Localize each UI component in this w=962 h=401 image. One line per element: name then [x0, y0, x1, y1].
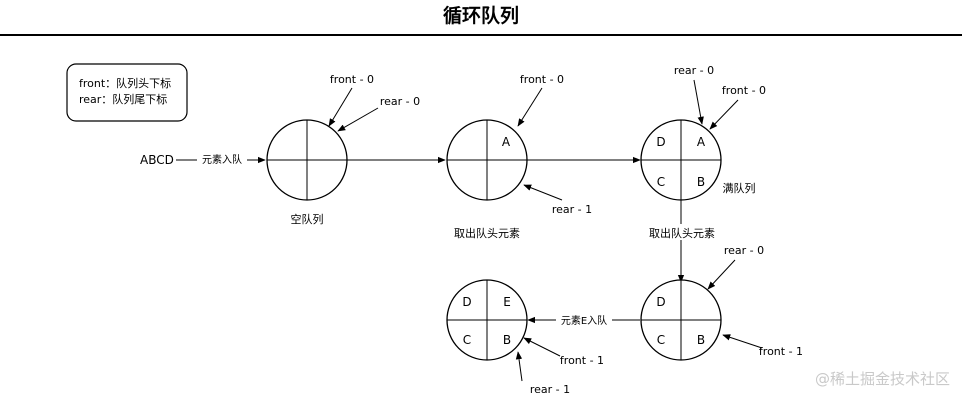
enqueue-e-label: 元素E入队: [561, 314, 607, 327]
legend-rear: rear：队列尾下标: [79, 92, 167, 106]
edge-dequeue-label: 取出队头元素: [649, 226, 715, 240]
q3-rear-pointer: [693, 79, 704, 125]
q5-front-pointer: [523, 337, 561, 357]
q4-rear-label: rear - 0: [724, 244, 764, 257]
dequeue-label-bg: [644, 224, 719, 240]
q4-front-pointer: [722, 334, 763, 349]
q3-front-label: front - 0: [722, 84, 766, 97]
q3-front-pointer: [709, 99, 739, 130]
caption-full-queue: 满队列: [723, 181, 756, 195]
q4-front-label: front - 1: [759, 345, 803, 358]
q2-cell-tr: A: [502, 135, 511, 149]
q3-cell-br: B: [697, 175, 705, 189]
enqueue-e-label-bg: [556, 312, 612, 328]
q5-cell-bl: C: [463, 333, 471, 347]
q5-cell-br: B: [503, 333, 511, 347]
diagram-title: 循环队列: [443, 4, 519, 27]
queue-after-dequeue: [446, 119, 528, 201]
q4-cell-bl: C: [657, 333, 665, 347]
legend-box: front：队列头下标 rear：队列尾下标: [66, 63, 188, 122]
q2-rear-label: rear - 1: [552, 203, 592, 216]
q5-front-label: front - 1: [560, 354, 604, 367]
watermark: @稀土掘金技术社区: [815, 370, 950, 388]
q2-front-label: front - 0: [520, 73, 564, 86]
q2-rear-pointer: [523, 184, 563, 201]
q1-rear-label: rear - 0: [380, 95, 420, 108]
q1-rear-pointer: [337, 107, 379, 132]
legend-front: front：队列头下标: [79, 76, 171, 90]
queue-after-enqueue-e: [446, 279, 528, 361]
q4-cell-tl: D: [656, 295, 665, 309]
enqueue-label-bg: [197, 151, 247, 167]
q3-cell-tr: A: [697, 135, 706, 149]
q5-rear-pointer: [515, 351, 523, 382]
queue-after-second-dequeue: [640, 279, 722, 361]
q2-front-pointer: [517, 87, 543, 127]
q5-rear-label: rear - 1: [530, 383, 570, 396]
q1-front-pointer: [328, 87, 353, 127]
caption-dequeue: 取出队头元素: [454, 226, 520, 240]
queue-full: [640, 119, 722, 201]
q4-rear-pointer: [707, 259, 736, 290]
q5-cell-tl: D: [462, 295, 471, 309]
q4-cell-br: B: [697, 333, 705, 347]
q3-cell-bl: C: [657, 175, 665, 189]
q3-cell-tl: D: [656, 135, 665, 149]
q1-front-label: front - 0: [330, 73, 374, 86]
q3-rear-label: rear - 0: [674, 64, 714, 77]
q5-cell-tr: E: [503, 295, 511, 309]
input-label: ABCD: [140, 153, 174, 167]
enqueue-label: 元素入队: [202, 153, 242, 166]
caption-empty-queue: 空队列: [291, 212, 324, 226]
queue-empty: [266, 119, 348, 201]
